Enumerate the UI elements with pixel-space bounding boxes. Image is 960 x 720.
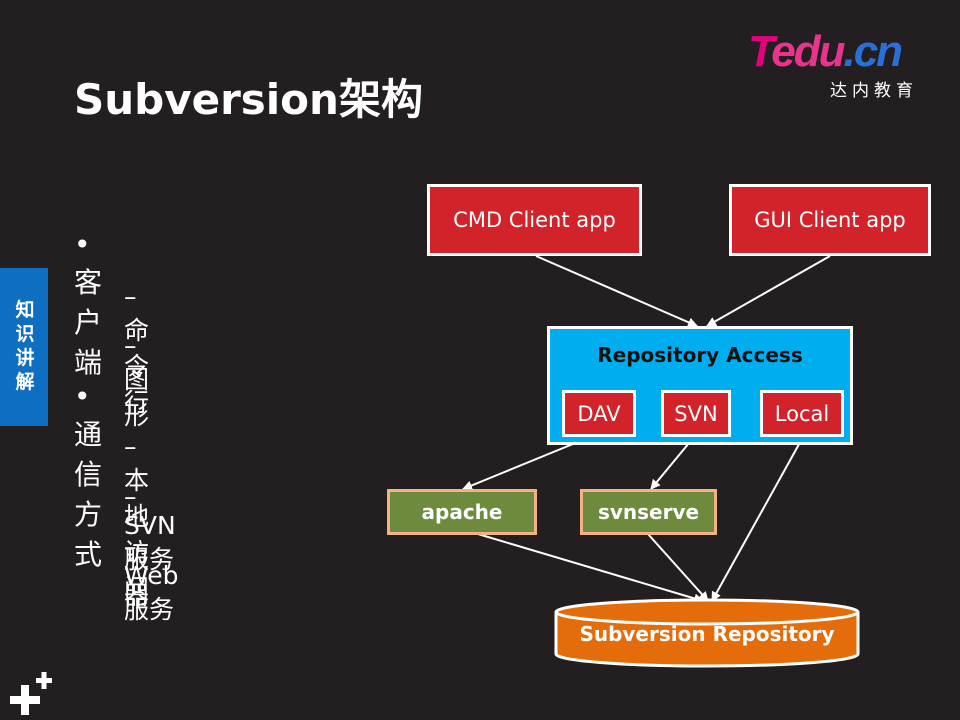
arrow-dav-to-apache bbox=[462, 436, 591, 491]
arrow-svn-to-svnserve bbox=[650, 436, 695, 490]
arrow-gui-to-access bbox=[706, 255, 831, 327]
svnserve-label: svnserve bbox=[597, 500, 700, 524]
logo-subtitle: 达内教育 bbox=[830, 81, 918, 101]
bullet-item: • 客户端 bbox=[74, 228, 112, 381]
sub-bullet-text: Web服务 bbox=[124, 561, 179, 624]
dash-icon: – bbox=[124, 482, 137, 511]
local-label: Local bbox=[774, 401, 830, 426]
svnserve-box: svnserve bbox=[580, 489, 717, 535]
page-title: Subversion架构 bbox=[74, 75, 423, 124]
side-tab: 知识讲解 bbox=[0, 268, 48, 426]
repository-cylinder bbox=[554, 598, 860, 668]
sub-bullet-text: SVN服务器 bbox=[124, 511, 176, 610]
arrow-cmd-to-access bbox=[535, 255, 698, 327]
logo-wordmark: Tedu.cn bbox=[748, 27, 903, 76]
cmd-client-box: CMD Client app bbox=[427, 184, 642, 256]
sub-bullet-item: –本地访问 bbox=[124, 432, 154, 605]
sub-bullet-text: 图形 bbox=[124, 365, 150, 430]
bullet-item: • 通信方式 bbox=[74, 380, 112, 573]
sub-bullet-item: – 图形 bbox=[124, 331, 154, 432]
bullet-dot-icon: • bbox=[74, 380, 91, 413]
cmd-client-label: CMD Client app bbox=[453, 208, 616, 232]
arrow-apache-to-repo bbox=[477, 533, 704, 604]
side-tab-label: 知识讲解 bbox=[15, 299, 35, 393]
dash-icon: – bbox=[124, 282, 137, 311]
sub-bullet-item: –Web服务 bbox=[124, 532, 179, 626]
tedu-logo: Tedu.cn 达内教育 bbox=[748, 27, 938, 102]
repository-access-title: Repository Access bbox=[597, 343, 803, 367]
gui-client-box: GUI Client app bbox=[729, 184, 931, 256]
apache-box: apache bbox=[387, 489, 537, 535]
bullet-dot-icon: • bbox=[74, 228, 91, 261]
apache-label: apache bbox=[421, 500, 503, 524]
sub-bullet-text: 本地访问 bbox=[124, 466, 150, 603]
dash-icon: – bbox=[124, 331, 137, 360]
local-box: Local bbox=[760, 390, 844, 437]
dash-icon: – bbox=[124, 532, 137, 561]
logo-cn: .cn bbox=[843, 27, 903, 76]
arrow-local-to-repo bbox=[711, 436, 804, 602]
bullet-text: 通信方式 bbox=[74, 418, 103, 571]
logo-edu: edu bbox=[771, 27, 845, 76]
logo-letter-t: T bbox=[748, 27, 773, 76]
gui-client-label: GUI Client app bbox=[754, 208, 906, 232]
plus-logo-icon bbox=[10, 672, 52, 715]
sub-bullet-item: –SVN服务器 bbox=[124, 482, 176, 612]
arrow-svnserve-to-repo bbox=[647, 533, 709, 602]
sub-bullet-text: 命令行 bbox=[124, 316, 150, 417]
dav-label: DAV bbox=[577, 401, 621, 426]
repository-label: Subversion Repository bbox=[579, 622, 835, 646]
svn-box: SVN bbox=[661, 390, 731, 437]
svn-label: SVN bbox=[674, 401, 718, 426]
bullet-text: 客户端 bbox=[74, 266, 103, 379]
dav-box: DAV bbox=[562, 390, 636, 437]
dash-icon: – bbox=[124, 432, 137, 461]
sub-bullet-item: –命令行 bbox=[124, 282, 154, 419]
